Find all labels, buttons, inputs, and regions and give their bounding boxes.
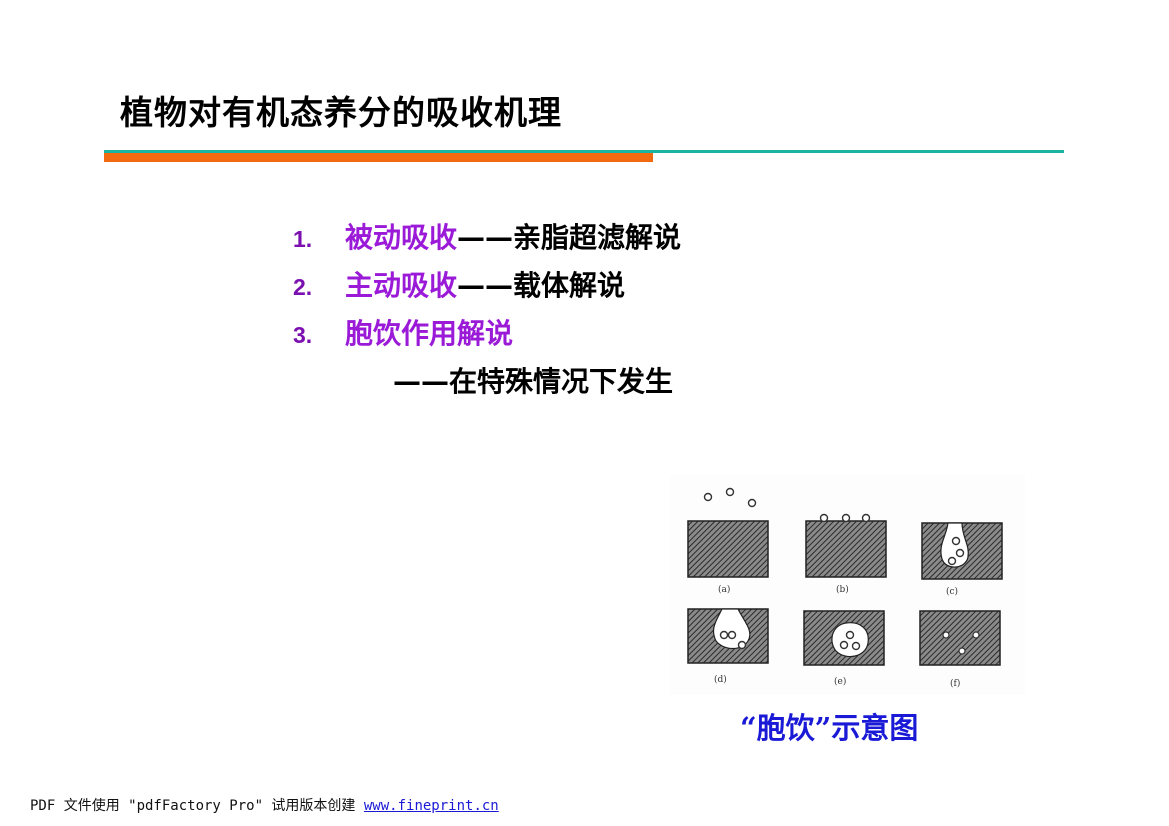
particle — [851, 641, 861, 651]
pinocytosis-diagram: (a) (b) (c) (d) — [670, 475, 1025, 695]
list-item: 2. 主动吸收——载体解说 — [293, 266, 625, 307]
slide-title: 植物对有机态养分的吸收机理 — [120, 93, 562, 132]
cell-membrane — [805, 520, 887, 578]
particle — [955, 548, 965, 558]
particle — [727, 630, 737, 640]
panel-a: (a) — [687, 487, 769, 595]
vesicle — [831, 622, 869, 658]
particle — [972, 631, 980, 639]
panel-label-c: (c) — [946, 586, 958, 597]
panel-b: (b) — [805, 513, 887, 595]
particle — [747, 498, 757, 508]
cell-membrane — [687, 520, 769, 578]
panel-label-e: (e) — [834, 676, 846, 687]
list-item-highlight: 主动吸收 — [345, 269, 458, 302]
particle — [841, 513, 851, 523]
list-item-number: 3. — [293, 322, 313, 348]
panel-label-b: (b) — [836, 584, 849, 595]
particle — [725, 487, 735, 497]
panel-c: (c) — [921, 522, 1003, 597]
list-item-number: 1. — [293, 226, 313, 252]
title-underline-teal — [104, 150, 1064, 153]
particle — [819, 513, 829, 523]
list-item-number: 2. — [293, 274, 313, 300]
title-underline-orange — [104, 153, 653, 162]
list-item-text: ——载体解说 — [457, 269, 626, 302]
panel-label-a: (a) — [718, 584, 730, 595]
particle — [861, 513, 871, 523]
pinocytosis-diagram-svg: (a) (b) (c) (d) — [687, 487, 1003, 689]
particle — [737, 640, 747, 650]
cell-membrane — [919, 610, 1001, 666]
panel-f: (f) — [919, 610, 1001, 689]
list-item-text: ——亲脂超滤解说 — [457, 221, 682, 254]
panel-d: (d) — [687, 608, 769, 685]
particle — [703, 492, 713, 502]
panel-label-f: (f) — [950, 678, 960, 689]
particle — [845, 630, 855, 640]
particle — [839, 640, 849, 650]
list-subline: ——在特殊情况下发生 — [393, 365, 674, 398]
particle — [942, 631, 950, 639]
particle — [958, 647, 966, 655]
panel-e: (e) — [803, 610, 885, 687]
list-item: 1. 被动吸收——亲脂超滤解说 — [293, 218, 681, 259]
list-item: 3. 胞饮作用解说 — [293, 314, 513, 355]
list-item-highlight: 被动吸收 — [345, 221, 458, 254]
pdf-footer: PDF 文件使用 "pdfFactory Pro" 试用版本创建 www.fin… — [30, 795, 499, 815]
figure-caption: “胞饮”示意图 — [740, 711, 919, 745]
footer-link[interactable]: www.fineprint.cn — [363, 798, 499, 814]
footer-text: PDF 文件使用 "pdfFactory Pro" 试用版本创建 — [30, 798, 364, 814]
particle — [947, 556, 957, 566]
panel-label-d: (d) — [714, 674, 727, 685]
particle — [951, 536, 961, 546]
particle — [719, 630, 729, 640]
list-item-highlight: 胞饮作用解说 — [345, 317, 514, 350]
